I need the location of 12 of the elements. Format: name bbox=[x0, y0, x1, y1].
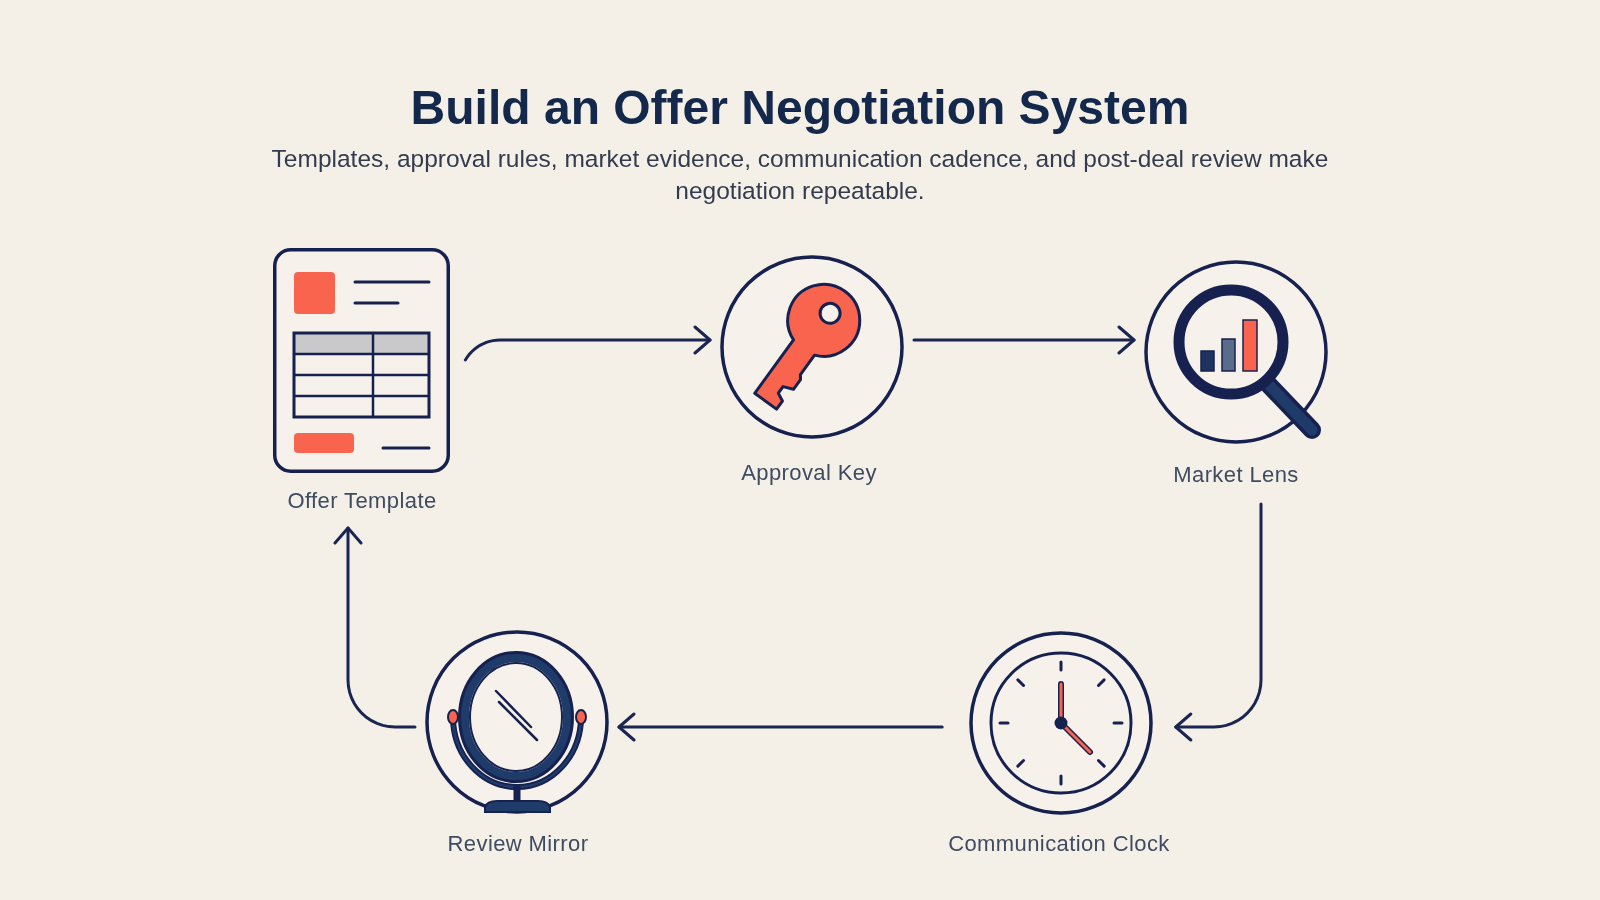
node-label: Offer Template bbox=[287, 488, 437, 514]
title: Build an Offer Negotiation System bbox=[410, 80, 1190, 136]
connector-arrow bbox=[1174, 502, 1263, 742]
connector-arrow bbox=[617, 712, 944, 742]
node-label: Communication Clock bbox=[948, 831, 1170, 857]
node-label: Approval Key bbox=[741, 460, 877, 486]
subtitle: Templates, approval rules, market evidence, communication cadence, and post-deal review make negotiation repeatable. bbox=[270, 144, 1330, 206]
connector-arrow bbox=[333, 526, 417, 729]
connector-arrow bbox=[912, 325, 1136, 355]
node-label: Review Mirror bbox=[447, 831, 589, 857]
connector-arrow bbox=[463, 325, 712, 362]
node-label: Market Lens bbox=[1173, 462, 1299, 488]
